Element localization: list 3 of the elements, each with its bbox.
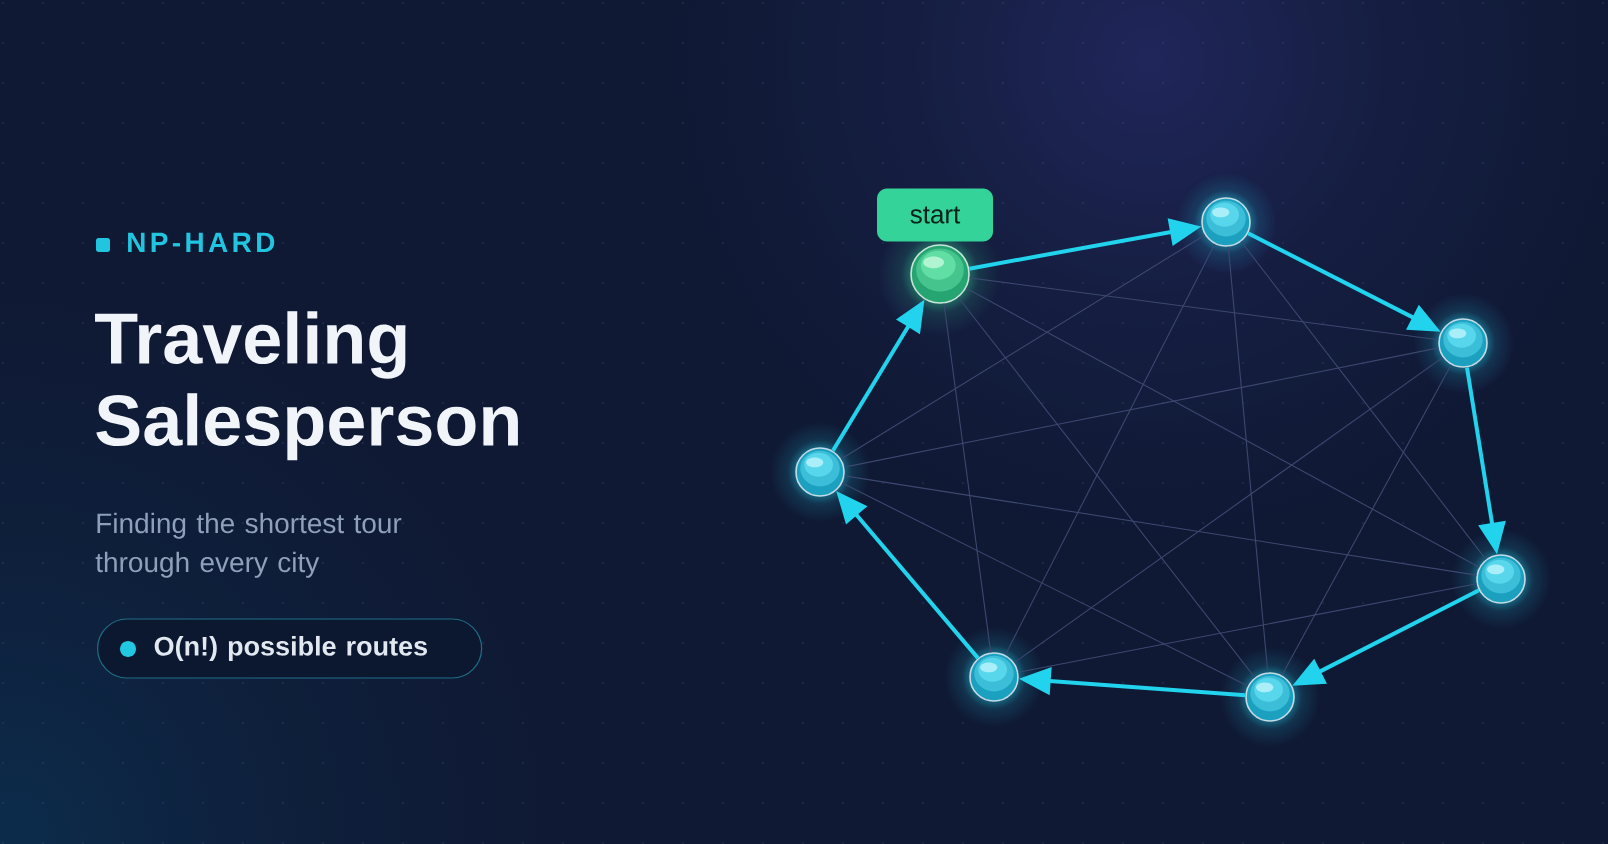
title: Traveling Salesperson xyxy=(95,311,518,461)
subtitle: Finding the shortest tour through every city xyxy=(95,512,402,578)
tag-label: NP-HARD xyxy=(128,232,275,252)
